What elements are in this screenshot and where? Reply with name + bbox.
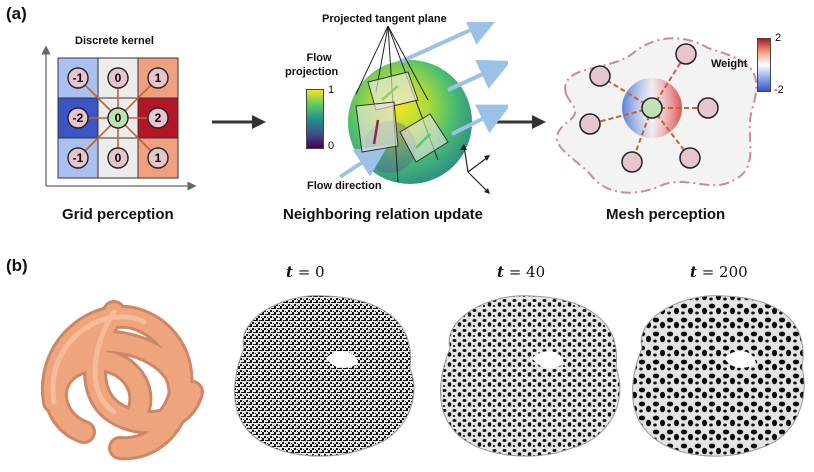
mesh-perception-caption: Mesh perception	[606, 206, 726, 223]
flow-direction-label: Flow direction	[307, 180, 382, 192]
projected-tangent-plane-label: Projected tangent plane	[322, 13, 447, 25]
weight-colorbar-max: 2	[775, 32, 782, 44]
kernel-cell-3: -2	[73, 111, 84, 125]
kernel-cell-8: 1	[155, 151, 162, 165]
pattern-mesh-t40	[440, 295, 621, 457]
flow-colorbar-max: 1	[328, 84, 335, 96]
timestep-label-0: t = 0	[286, 263, 325, 281]
pattern-mesh-t0	[234, 295, 415, 457]
panel-b-label: (b)	[6, 256, 28, 275]
grid-kernel-figure: -1 0 1 -2 0 2 -1 0 1	[41, 45, 197, 191]
kernel-cell-5: 2	[155, 111, 162, 125]
pattern-mesh-t200	[632, 295, 805, 457]
flow-projection-title-1: Flow	[306, 52, 332, 64]
kernel-cell-4: 0	[115, 111, 122, 125]
grid-perception-caption: Grid perception	[62, 206, 174, 223]
flow-sphere-figure	[338, 22, 508, 194]
mesh-kernel-figure	[555, 37, 758, 194]
flow-colorbar	[306, 89, 324, 149]
weight-legend-title: Weight	[711, 58, 748, 70]
knot-mesh-image	[40, 300, 204, 461]
kernel-cell-0: -1	[73, 71, 84, 85]
panel-a-label: (a)	[6, 4, 27, 23]
arrow-right-1	[212, 115, 266, 129]
kernel-cell-2: 1	[155, 71, 162, 85]
timestep-label-2: t = 200	[690, 263, 748, 281]
timestep-label-1: t = 40	[497, 263, 546, 281]
flow-projection-title-2: projection	[285, 66, 339, 78]
weight-colorbar	[757, 38, 771, 92]
flow-colorbar-min: 0	[328, 140, 335, 152]
neighboring-update-caption: Neighboring relation update	[283, 206, 484, 223]
kernel-cell-6: -1	[73, 151, 84, 165]
kernel-cell-1: 0	[115, 71, 122, 85]
discrete-kernel-title: Discrete kernel	[75, 35, 154, 47]
weight-colorbar-min: -2	[774, 84, 784, 96]
kernel-cell-7: 0	[115, 151, 122, 165]
